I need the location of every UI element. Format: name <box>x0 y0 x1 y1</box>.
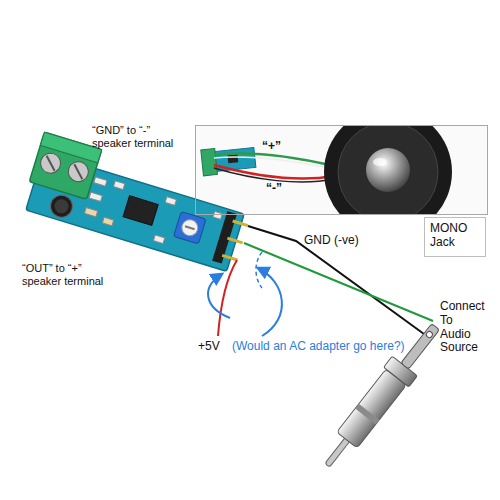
smd-resistor <box>89 192 102 201</box>
wire-polarity: “-” <box>266 182 282 196</box>
smd-capacitor <box>102 217 113 226</box>
inset-wire-red <box>214 165 334 178</box>
inset-wire-black <box>214 168 334 182</box>
speaker-cone <box>338 126 438 214</box>
potentiometer-knob <box>180 218 200 238</box>
pin-name: GND (-ve) <box>304 234 394 248</box>
jack-label-box: MONO Jack <box>424 217 486 257</box>
inset-wire-white <box>214 157 334 169</box>
plug-body <box>337 369 407 448</box>
plug-ring <box>355 404 379 425</box>
solder-lug <box>401 324 440 370</box>
inset-photo <box>196 126 487 214</box>
potentiometer <box>174 211 206 243</box>
potentiometer-slot <box>185 226 195 229</box>
screw-slot <box>71 164 86 179</box>
header-pin <box>233 221 248 226</box>
capacitor-top <box>53 198 70 215</box>
header-pin <box>222 255 237 260</box>
electrolytic-capacitor <box>48 193 75 220</box>
smd-capacitor <box>84 208 97 217</box>
screw-terminal <box>29 132 102 199</box>
question-note: (Would an AC adapter go here?) <box>232 340 432 354</box>
terminal-screw <box>38 151 63 176</box>
header-pin <box>227 238 242 243</box>
jack-label: MONO Jack <box>430 222 470 250</box>
smd-resistor <box>165 197 176 206</box>
annotation-bracket <box>256 252 262 288</box>
smd-resistor <box>213 211 222 219</box>
smd-resistor <box>153 235 164 244</box>
power-wire <box>218 260 237 336</box>
smd-resistor <box>113 181 124 190</box>
speaker-highlight <box>373 158 387 166</box>
signal-wire <box>244 243 433 321</box>
inset-photo-frame: “+” “-” <box>195 125 488 215</box>
terminal-note: “OUT” to “+” speaker terminal <box>22 262 122 287</box>
smd-resistor <box>94 177 107 186</box>
amplifier-chip <box>123 196 158 226</box>
inset-board <box>201 144 256 175</box>
pin-header <box>212 211 237 264</box>
plug-tip <box>325 437 351 467</box>
terminal-screw <box>66 159 91 184</box>
wire-polarity: “+” <box>262 140 281 154</box>
inset-terminal <box>201 149 218 176</box>
annotation-arrow <box>258 268 282 336</box>
lug-hole <box>425 330 433 338</box>
annotation-arrow <box>208 274 230 318</box>
terminal-note: “GND” to “-” speaker terminal <box>92 124 192 149</box>
inset-chip <box>227 154 238 163</box>
amplifier-board <box>21 132 257 273</box>
screw-slot <box>43 156 58 171</box>
connection-note: Connect To Audio Source <box>440 300 484 355</box>
speaker-frame <box>324 126 452 214</box>
speaker-dome <box>366 148 410 192</box>
